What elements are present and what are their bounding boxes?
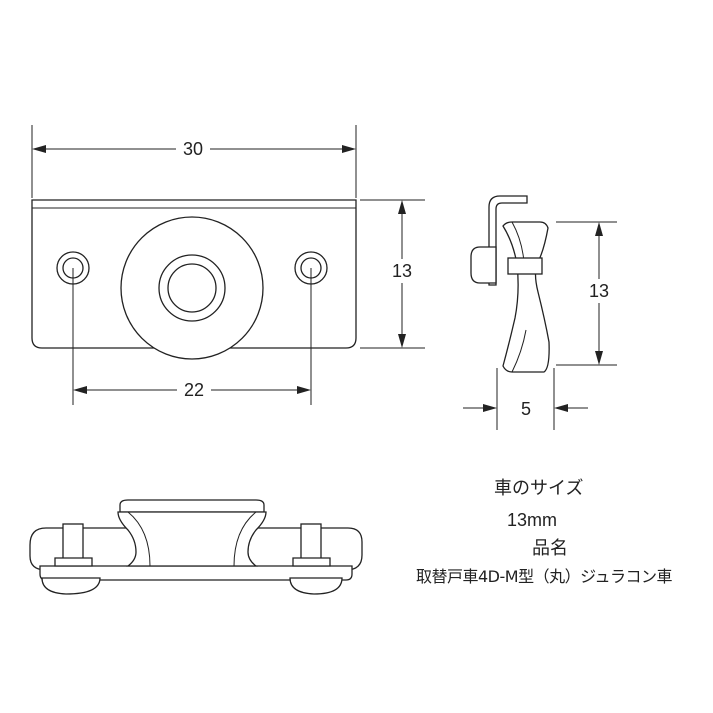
dim-front-height: 13 bbox=[392, 261, 412, 281]
front-view: 30 13 22 bbox=[31, 125, 425, 405]
side-cap bbox=[470, 246, 497, 284]
dim-side13-arrow-bottom bbox=[595, 351, 603, 365]
dim-30-arrow-right bbox=[342, 145, 356, 153]
dim-front-width: 30 bbox=[183, 139, 203, 159]
dim-5-arrow-right bbox=[554, 404, 568, 412]
dim-22-arrow-right bbox=[297, 386, 311, 394]
caption-product-label: 品名 bbox=[532, 538, 568, 559]
dim-13-arrow-bottom bbox=[398, 334, 406, 348]
caption-product-name: 取替戸車4D-M型（丸）ジュラコン車 bbox=[416, 567, 672, 586]
side-axle bbox=[507, 257, 543, 275]
bottom-pin-right-base bbox=[292, 557, 331, 567]
dim-13-arrow-top bbox=[398, 200, 406, 214]
bottom-wheel bbox=[117, 511, 267, 567]
dim-side-height: 13 bbox=[589, 281, 609, 301]
dim-30-arrow-left bbox=[32, 145, 46, 153]
bottom-foot-right bbox=[289, 577, 343, 595]
bottom-wheel-top bbox=[119, 499, 265, 513]
dim-5-arrow-left bbox=[483, 404, 497, 412]
caption-size-value: 13mm bbox=[507, 510, 558, 530]
side-view: 13 5 bbox=[463, 195, 617, 430]
dim-hole-spacing: 22 bbox=[184, 380, 204, 400]
caption-size-label: 車のサイズ bbox=[494, 478, 584, 499]
side-wheel bbox=[502, 221, 550, 373]
dim-side13-arrow-top bbox=[595, 222, 603, 236]
dim-22-arrow-left bbox=[73, 386, 87, 394]
bottom-pin-left-base bbox=[54, 557, 93, 567]
dim-side-width: 5 bbox=[521, 399, 531, 419]
bottom-view bbox=[29, 499, 363, 595]
bottom-wheel-groove-left bbox=[127, 511, 151, 567]
wheel-axle bbox=[167, 263, 217, 313]
side-wheel-flange-bottom bbox=[511, 329, 527, 373]
bottom-wheel-groove-right bbox=[233, 511, 257, 567]
bottom-plate-front bbox=[39, 565, 353, 581]
bottom-foot-left bbox=[41, 577, 101, 595]
